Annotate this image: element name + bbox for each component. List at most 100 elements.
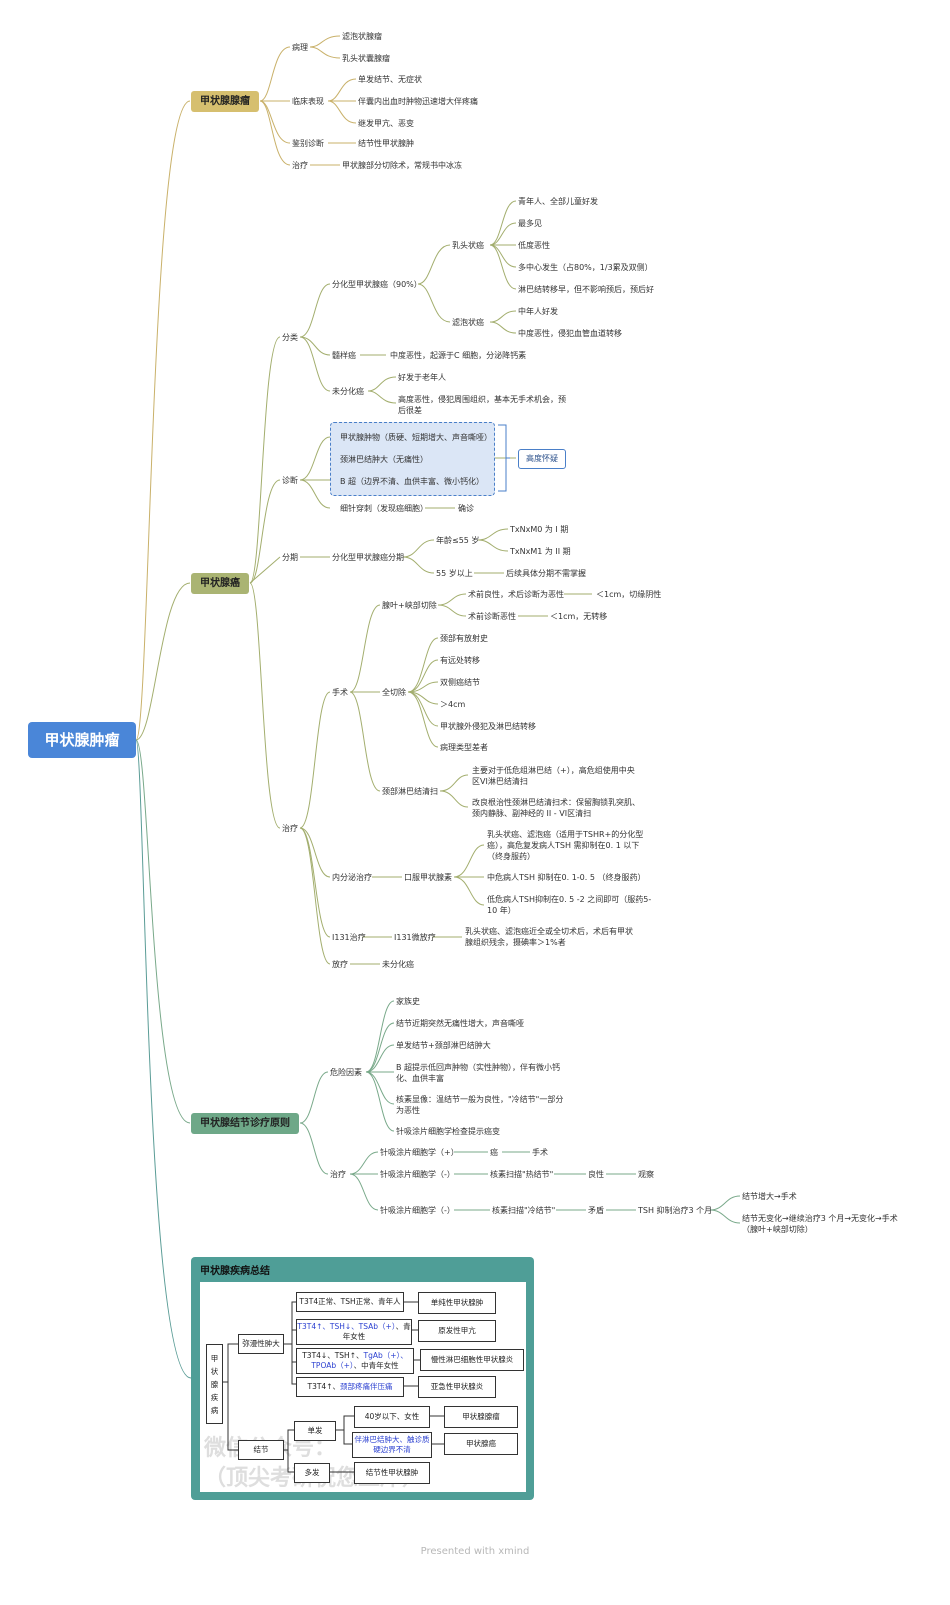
node-clinical-1[interactable]: 单发结节、无症状 [358, 75, 422, 84]
node-papillary-1[interactable]: 青年人、全部儿童好发 [518, 197, 598, 206]
node-undiff-1[interactable]: 好发于老年人 [398, 373, 446, 382]
node-risk-5[interactable]: 核素显像：温结节一般为良性，"冷结节"一部分为恶性 [396, 1095, 564, 1115]
summary-nodule[interactable]: 结节 [238, 1440, 284, 1460]
node-lobe-2[interactable]: 术前诊断恶性 [468, 612, 516, 621]
node-follicular[interactable]: 滤泡状癌 [452, 318, 484, 327]
node-observe[interactable]: 观察 [638, 1170, 654, 1179]
node-fna-negative-cold[interactable]: 针吸涂片细胞学（-） [380, 1206, 455, 1215]
summary-result-2[interactable]: 原发性甲亢 [418, 1320, 496, 1342]
node-diag-mass[interactable]: 甲状腺肿物（质硬、短期增大、声音嘶哑） [340, 433, 492, 442]
node-total-1[interactable]: 颈部有放射史 [440, 634, 488, 643]
node-tsh-1[interactable]: 结节增大→手术 [742, 1192, 797, 1201]
summary-single-row-2[interactable]: 伴淋巴结肿大、触诊质硬边界不清 [352, 1432, 432, 1458]
node-stage-1[interactable]: TxNxM0 为 I 期 [510, 525, 569, 534]
node-clinical-3[interactable]: 继发甲亢、恶变 [358, 119, 414, 128]
node-high-suspicion[interactable]: 高度怀疑 [518, 449, 566, 469]
node-total-2[interactable]: 有远处转移 [440, 656, 480, 665]
node-fna-positive[interactable]: 针吸涂片细胞学（+） [380, 1148, 459, 1157]
node-diff-staging[interactable]: 分化型甲状腺癌分期 [332, 553, 404, 562]
node-clinical[interactable]: 临床表现 [292, 97, 324, 106]
node-cancer[interactable]: 癌 [490, 1148, 498, 1157]
node-neck-1[interactable]: 主要对于低危组淋巴结（+），高危组使用中央区VI淋巴结清扫 [472, 766, 635, 786]
summary-panel[interactable]: 甲状腺疾病总结 微信公众号： （顶尖考研祝您上岸） [191, 1257, 534, 1500]
node-radio-undiff[interactable]: 未分化癌 [382, 960, 414, 969]
node-papillary-5[interactable]: 淋巴结转移早，但不影响预后，预后好 [518, 285, 654, 294]
node-age-le55[interactable]: 年龄≤55 岁 [436, 536, 480, 545]
summary-row-4[interactable]: T3T4↑、颈部疼痛伴压痛 [296, 1377, 404, 1397]
node-oral-1[interactable]: 乳头状癌、滤泡癌（适用于TSHR+的分化型癌），高危复发病人TSH 需抑制在0.… [487, 830, 644, 861]
node-diag-ultrasound[interactable]: B 超（边界不清、血供丰富、微小钙化） [340, 477, 485, 486]
node-papillary-cystadenoma[interactable]: 乳头状囊腺瘤 [342, 54, 390, 63]
node-age-gt55[interactable]: 55 岁以上 [436, 569, 473, 578]
node-neck-dissection[interactable]: 颈部淋巴结清扫 [382, 787, 438, 796]
node-diag-lymph[interactable]: 颈淋巴结肿大（无痛性） [340, 455, 428, 464]
node-papillary-2[interactable]: 最多见 [518, 219, 542, 228]
node-risk-4[interactable]: B 超提示低回声肿物（实性肿物），伴有微小钙化、血供丰富 [396, 1063, 561, 1083]
node-total-4[interactable]: ＞4cm [440, 700, 466, 709]
node-follicular-2[interactable]: 中度恶性，侵犯血管血道转移 [518, 329, 622, 338]
node-fna[interactable]: 细针穿刺（发现癌细胞） [340, 504, 428, 513]
node-contradiction[interactable]: 矛盾 [588, 1206, 604, 1215]
node-follicular-adenoma[interactable]: 滤泡状腺瘤 [342, 32, 382, 41]
node-pathology[interactable]: 病理 [292, 43, 308, 52]
node-stage-detail[interactable]: 后续具体分期不需掌握 [506, 569, 586, 578]
node-undifferentiated[interactable]: 未分化癌 [332, 387, 364, 396]
node-undiff-2[interactable]: 高度恶性，侵犯周围组织，基本无手术机会，预后很差 [398, 395, 566, 415]
summary-single-result-2[interactable]: 甲状腺癌 [444, 1433, 518, 1455]
node-surgery-2[interactable]: 手术 [532, 1148, 548, 1157]
node-neck-2[interactable]: 改良根治性颈淋巴结清扫术：保留胸锁乳突肌、颈内静脉、副神经的 II - VI区清… [472, 798, 640, 818]
node-total-thyroidectomy[interactable]: 全切除 [382, 688, 406, 697]
summary-result-1[interactable]: 单纯性甲状腺肿 [418, 1292, 496, 1314]
node-papillary[interactable]: 乳头状癌 [452, 241, 484, 250]
summary-diffuse[interactable]: 弥漫性肿大 [238, 1334, 284, 1354]
node-oral-3[interactable]: 低危病人TSH抑制在0. 5 -2 之间即可（服药5-10 年） [487, 895, 652, 915]
root-node[interactable]: 甲状腺肿瘤 [28, 722, 136, 758]
node-endocrine[interactable]: 内分泌治疗 [332, 873, 372, 882]
node-i131-detail[interactable]: 乳头状癌、滤泡癌近全或全切术后，术后有甲状腺组织残余，摄碘率＞1%者 [465, 927, 633, 947]
node-i131-micro[interactable]: I131微放疗 [394, 933, 436, 942]
branch-nodule-principles[interactable]: 甲状腺结节诊疗原则 [191, 1113, 299, 1134]
node-carcinoma-treat[interactable]: 治疗 [282, 824, 298, 833]
node-hot-nodule[interactable]: 核素扫描"热结节" [490, 1170, 554, 1179]
node-staging[interactable]: 分期 [282, 553, 298, 562]
summary-multiple[interactable]: 多发 [294, 1463, 330, 1483]
node-lobe-1-result[interactable]: ＜1cm，切缘阴性 [596, 590, 662, 599]
node-radiotherapy[interactable]: 放疗 [332, 960, 348, 969]
branch-adenoma[interactable]: 甲状腺腺瘤 [191, 91, 259, 112]
node-risk-6[interactable]: 针吸涂片细胞学检查提示癌变 [396, 1127, 500, 1136]
summary-row-1[interactable]: T3T4正常、TSH正常、青年人 [296, 1292, 404, 1312]
node-lobectomy[interactable]: 腺叶+峡部切除 [382, 601, 437, 610]
node-surgery[interactable]: 手术 [332, 688, 348, 697]
summary-result-3[interactable]: 慢性淋巴细胞性甲状腺炎 [420, 1349, 524, 1371]
node-fna-negative-hot[interactable]: 针吸涂片细胞学（-） [380, 1170, 455, 1179]
node-cold-nodule[interactable]: 核素扫描"冷结节" [492, 1206, 556, 1215]
node-diff-diag[interactable]: 鉴别诊断 [292, 139, 324, 148]
node-tsh-suppression[interactable]: TSH 抑制治疗3 个月 [638, 1206, 713, 1215]
node-follicular-1[interactable]: 中年人好发 [518, 307, 558, 316]
node-differentiated[interactable]: 分化型甲状腺癌（90%） [332, 280, 422, 289]
node-medullary-detail[interactable]: 中度恶性，起源于C 细胞，分泌降钙素 [390, 351, 527, 360]
node-oral-thyroxine[interactable]: 口服甲状腺素 [404, 873, 452, 882]
node-medullary[interactable]: 髓样癌 [332, 351, 356, 360]
summary-single-result-1[interactable]: 甲状腺腺瘤 [444, 1406, 518, 1428]
node-benign[interactable]: 良性 [588, 1170, 604, 1179]
node-diagnosis[interactable]: 诊断 [282, 476, 298, 485]
node-tsh-2[interactable]: 结节无变化→继续治疗3 个月→无变化→手术（腺叶+峡部切除） [742, 1214, 898, 1234]
summary-single[interactable]: 单发 [294, 1421, 336, 1441]
node-confirmed[interactable]: 确诊 [458, 504, 474, 513]
node-lobe-2-result[interactable]: ＜1cm，无转移 [550, 612, 608, 621]
summary-row-3[interactable]: T3T4↓、TSH↑、TgAb（+）、TPOAb（+）、中青年女性 [296, 1348, 414, 1374]
summary-row-2[interactable]: T3T4↑、TSH↓、TSAb（+）、青年女性 [296, 1319, 412, 1345]
node-risk-factors[interactable]: 危险因素 [330, 1068, 362, 1077]
node-nodular-goiter[interactable]: 结节性甲状腺肿 [358, 139, 414, 148]
node-total-5[interactable]: 甲状腺外侵犯及淋巴结转移 [440, 722, 536, 731]
node-adenoma-treat-detail[interactable]: 甲状腺部分切除术，常规书中冰冻 [342, 161, 462, 170]
node-total-3[interactable]: 双侧癌结节 [440, 678, 480, 687]
summary-root[interactable]: 甲状腺疾病 [206, 1344, 223, 1424]
node-risk-3[interactable]: 单发结节+颈部淋巴结肿大 [396, 1041, 491, 1050]
node-lobe-1[interactable]: 术前良性，术后诊断为恶性 [468, 590, 564, 599]
node-papillary-4[interactable]: 多中心发生（占80%，1/3累及双侧） [518, 263, 653, 272]
node-i131[interactable]: I131治疗 [332, 933, 366, 942]
node-total-6[interactable]: 病理类型差者 [440, 743, 488, 752]
node-clinical-2[interactable]: 伴囊内出血时肿物迅速增大伴疼痛 [358, 97, 478, 106]
